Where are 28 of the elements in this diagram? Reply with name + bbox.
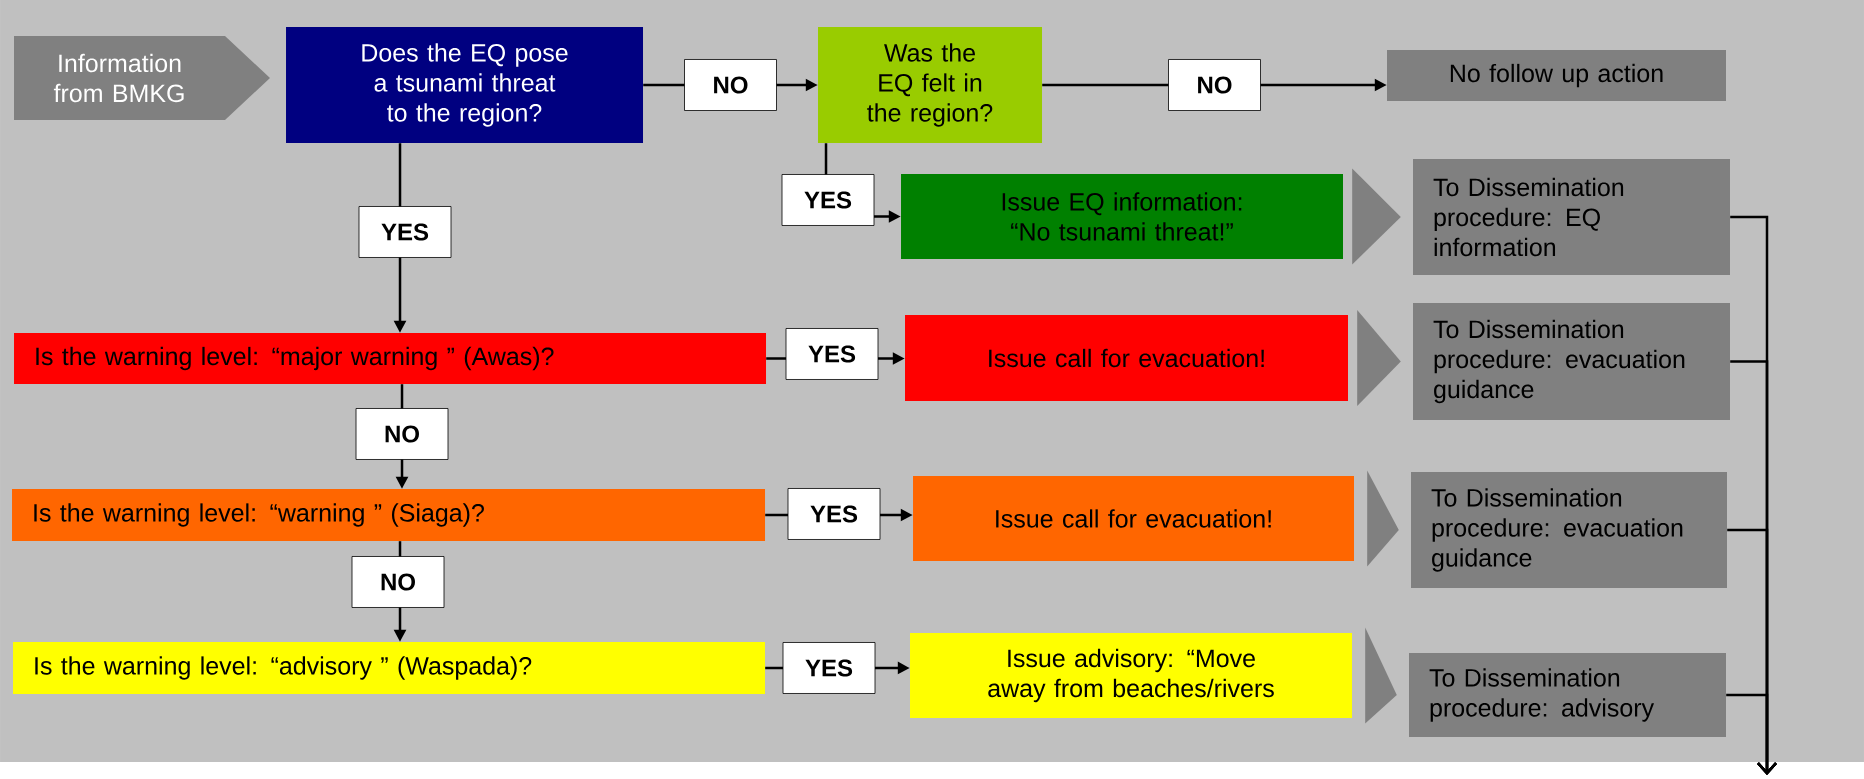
chevron-arrow	[1365, 627, 1397, 724]
decision-box: Does the EQ pose a tsunami threat to the region?	[286, 27, 643, 143]
edge-label: YES	[782, 642, 876, 694]
edge-label: YES	[781, 174, 875, 226]
procedure-box: To Dissemination procedure: advisory	[1409, 653, 1726, 737]
edge-label: YES	[358, 206, 452, 258]
action-box: Issue advisory: “Move away from beaches/rivers	[910, 633, 1352, 718]
action-box: Issue call for evacuation!	[905, 315, 1348, 401]
edge-label: NO	[1168, 59, 1261, 111]
procedure-box: To Dissemination procedure: EQ information	[1413, 159, 1730, 275]
action-box: Issue EQ information: “No tsunami threat!”	[901, 174, 1343, 259]
decision-box: Was the EQ felt in the region?	[818, 27, 1042, 143]
chevron-arrow	[1357, 310, 1401, 406]
end-box: No follow up action	[1387, 50, 1726, 101]
procedure-box: To Dissemination procedure: evacuation guidance	[1411, 472, 1727, 588]
decision-box: Is the warning level: “major warning ” (Awas)?	[14, 333, 766, 384]
procedure-box: To Dissemination procedure: evacuation guidance	[1413, 303, 1730, 420]
decision-box: Is the warning level: “warning ” (Siaga)?	[12, 489, 765, 541]
chevron-arrow	[1352, 168, 1401, 265]
decision-box: Is the warning level: “advisory ” (Waspada)?	[13, 642, 765, 694]
action-box: Issue call for evacuation!	[913, 476, 1354, 561]
edge-label: NO	[351, 556, 445, 608]
arrow	[1726, 693, 1777, 775]
edge-label: YES	[787, 488, 881, 540]
edge-label: NO	[684, 59, 777, 111]
edge-label: NO	[355, 408, 449, 460]
chevron-arrow	[1367, 470, 1399, 567]
edge-label: YES	[785, 328, 879, 380]
